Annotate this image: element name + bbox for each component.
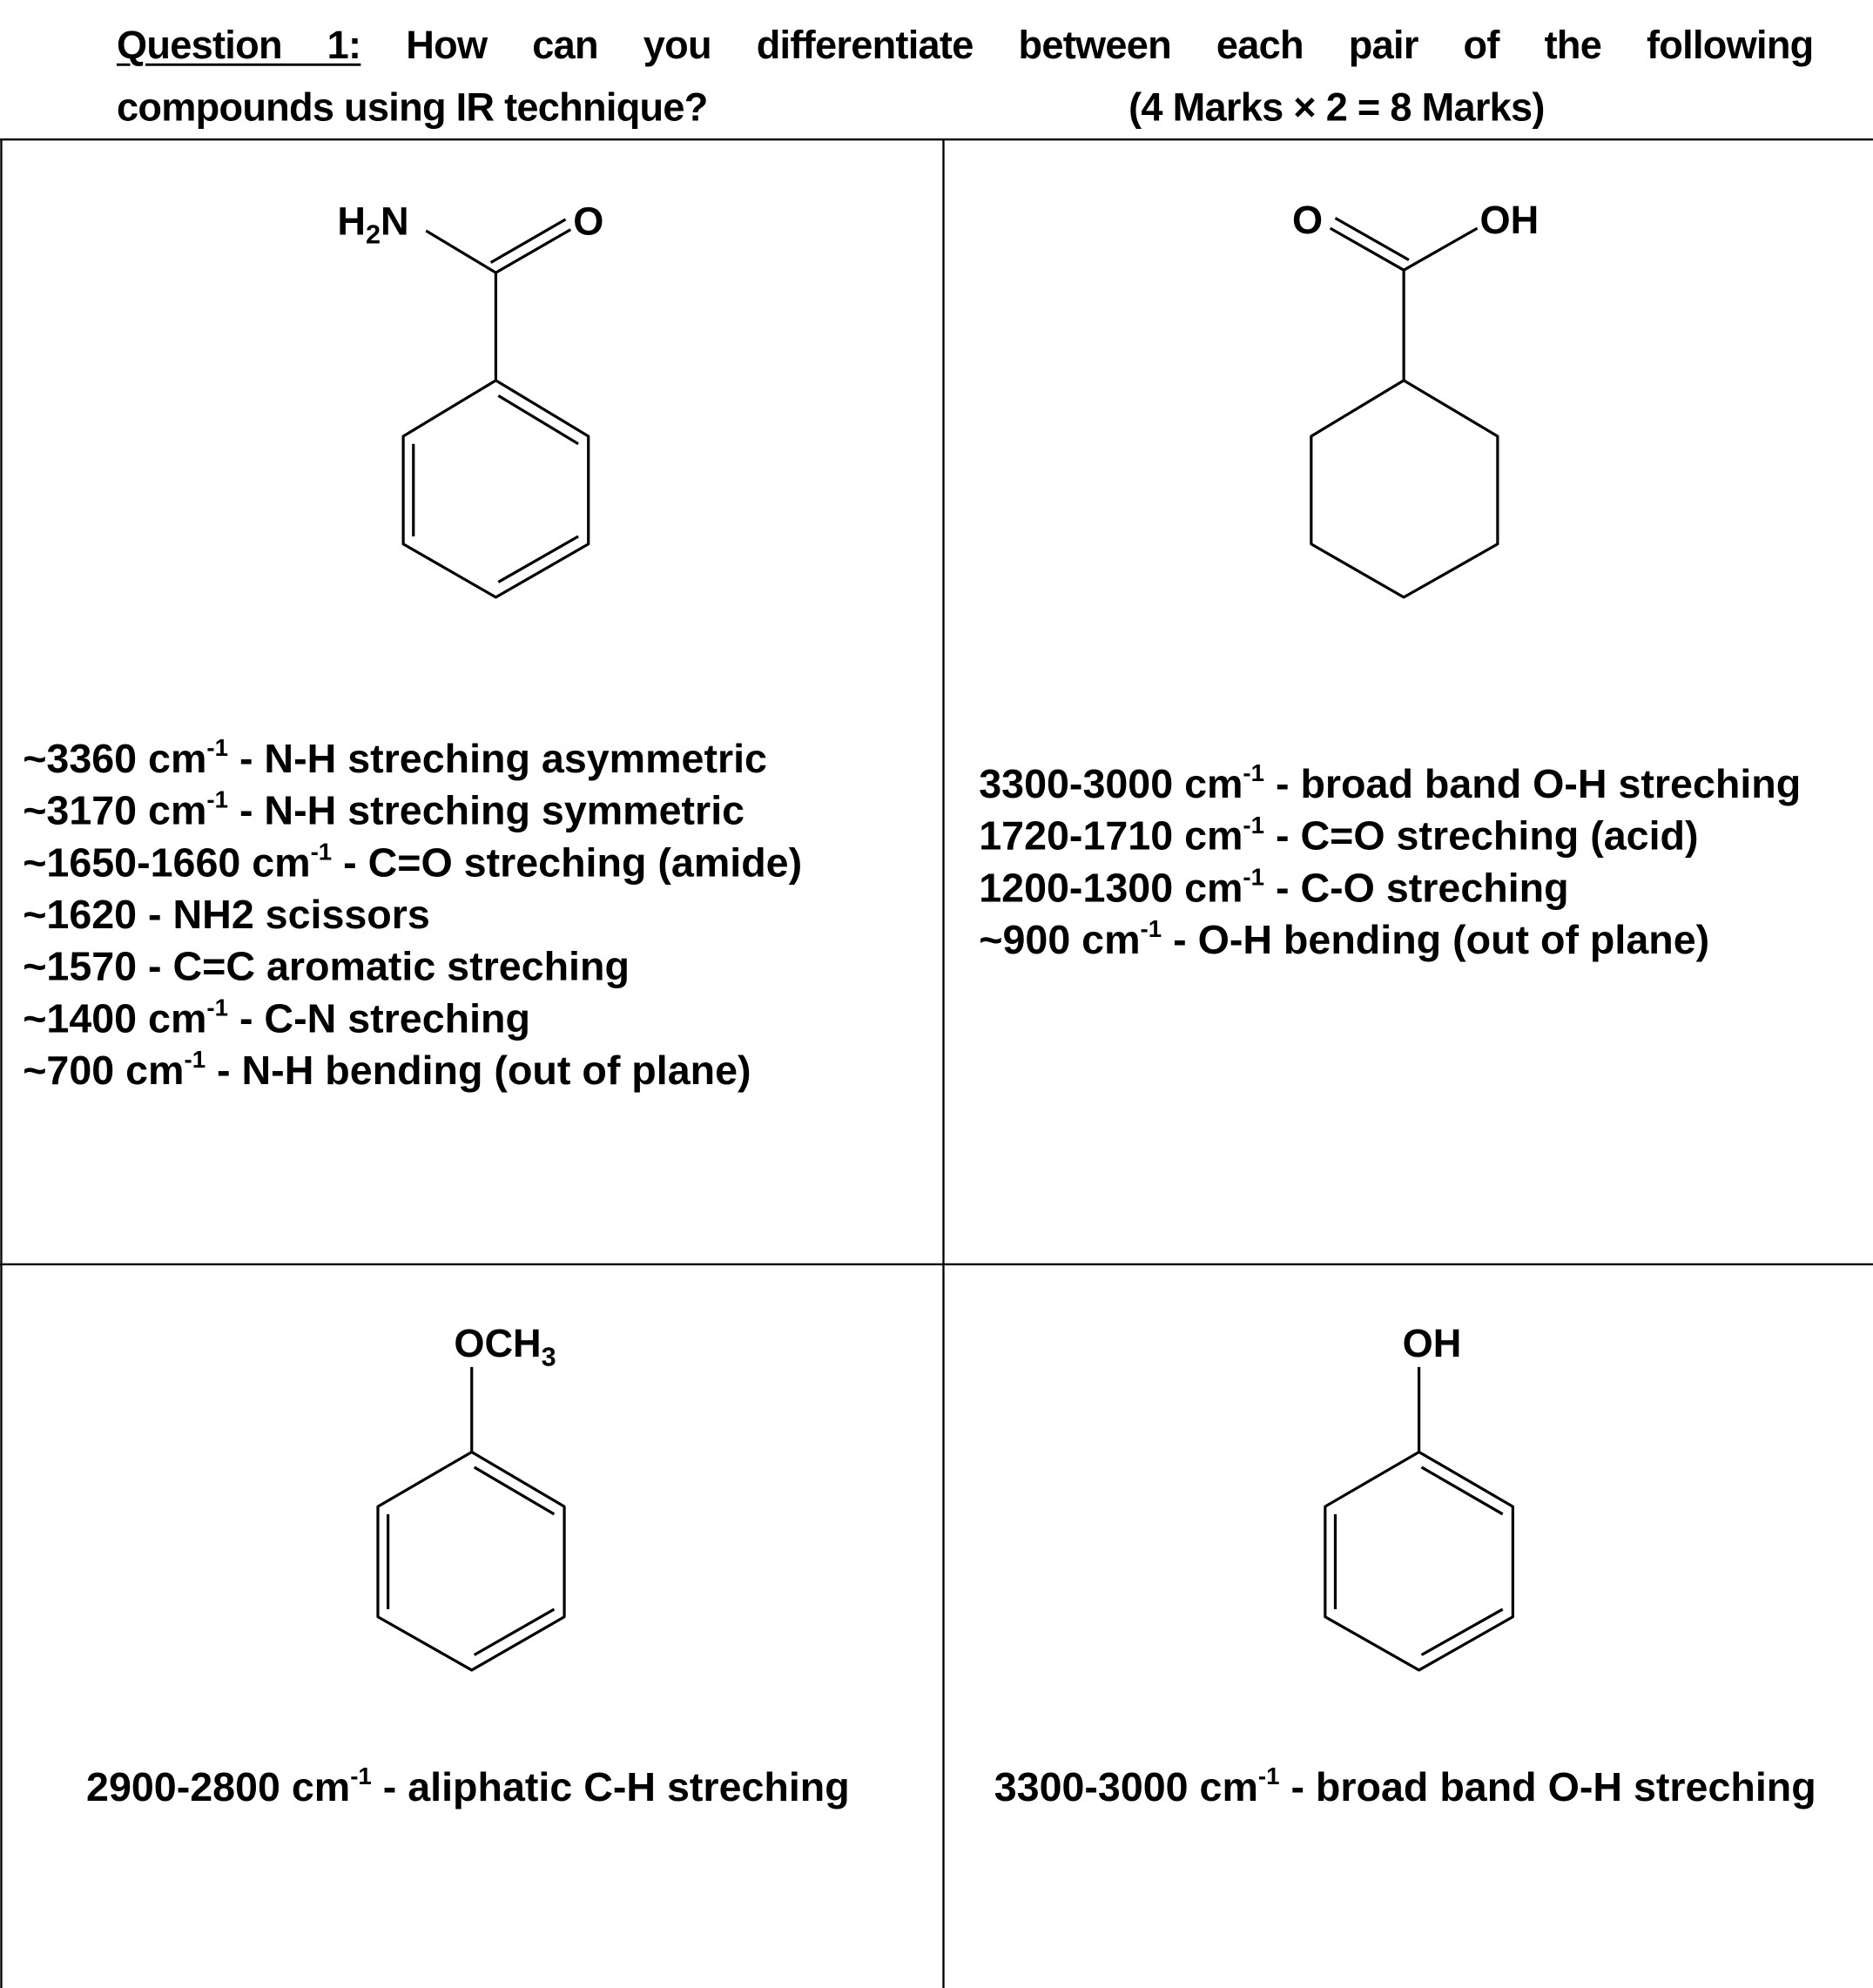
- ir-band-line: 1720-1710 cm-1 - C=O streching (acid): [979, 811, 1801, 863]
- unit-superscript: -1: [1257, 1763, 1280, 1791]
- band-text: ~1570 - C=C aromatic streching: [23, 943, 630, 989]
- amine-label: H2N: [337, 199, 408, 249]
- marks-label: (4 Marks × 2 = 8 Marks): [1129, 84, 1545, 130]
- anisole-structure: [376, 1366, 566, 1672]
- question-text: How can you differentiate between each p…: [406, 23, 1814, 68]
- band-text: ~3360 cm: [23, 735, 207, 782]
- band-text: - broad band O-H streching: [1279, 1763, 1816, 1810]
- ir-band-line: ~1570 - C=C aromatic streching: [23, 941, 802, 994]
- question-label: Question 1:: [116, 23, 361, 68]
- phenol-ir-bands: 3300-3000 cm-1 - broad band O-H strechin…: [994, 1762, 1816, 1814]
- ir-band-line: 3300-3000 cm-1 - broad band O-H strechin…: [994, 1762, 1816, 1814]
- unit-superscript: -1: [310, 839, 333, 866]
- unit-superscript: -1: [1140, 916, 1162, 944]
- unit-superscript: -1: [206, 735, 229, 763]
- methoxy-label: OCH3: [454, 1321, 556, 1371]
- band-text: - aliphatic C-H streching: [371, 1763, 850, 1810]
- ir-band-line: 1200-1300 cm-1 - C-O streching: [979, 862, 1801, 914]
- band-text: - C=O streching (amide): [332, 839, 803, 886]
- benzamide-ir-bands: ~3360 cm-1 - N-H streching asymmetric~31…: [23, 733, 802, 1097]
- band-text: 1200-1300 cm: [979, 865, 1243, 911]
- question-line-1: Question 1: How can you differentiate be…: [117, 23, 1814, 68]
- unit-superscript: -1: [350, 1763, 372, 1791]
- band-text: 3300-3000 cm: [994, 1763, 1258, 1810]
- band-text: 3300-3000 cm: [979, 760, 1243, 807]
- band-text: 2900-2800 cm: [86, 1763, 351, 1810]
- band-text: ~700 cm: [23, 1047, 185, 1094]
- carbonyl-o-label: O: [573, 199, 603, 243]
- anisole-ir-bands: 2900-2800 cm-1 - aliphatic C-H streching: [86, 1762, 850, 1814]
- band-text: - C-N streching: [228, 995, 530, 1041]
- ir-band-line: ~3360 cm-1 - N-H streching asymmetric: [23, 733, 802, 785]
- ir-band-line: ~1650-1660 cm-1 - C=O streching (amide): [23, 837, 802, 889]
- phenol-structure: [1324, 1366, 1514, 1672]
- cyclohexanecarboxylic-acid-structure: [1310, 217, 1499, 599]
- unit-superscript: -1: [206, 995, 229, 1022]
- band-text: ~1650-1660 cm: [23, 839, 311, 886]
- unit-superscript: -1: [1243, 812, 1265, 840]
- band-text: - O-H bending (out of plane): [1162, 916, 1710, 963]
- ir-band-line: ~900 cm-1 - O-H bending (out of plane): [979, 914, 1801, 967]
- ir-band-line: ~1400 cm-1 - C-N streching: [23, 993, 802, 1045]
- question-line-2: compounds using IR technique?: [116, 84, 708, 130]
- ir-band-line: ~3170 cm-1 - N-H streching symmetric: [23, 785, 802, 837]
- band-text: - broad band O-H streching: [1264, 760, 1802, 807]
- ir-band-line: 3300-3000 cm-1 - broad band O-H strechin…: [979, 758, 1801, 811]
- band-text: - C-O streching: [1264, 865, 1569, 911]
- band-text: ~1400 cm: [23, 995, 207, 1041]
- band-text: 1720-1710 cm: [979, 812, 1243, 859]
- ir-band-line: 2900-2800 cm-1 - aliphatic C-H streching: [86, 1762, 850, 1814]
- band-text: - N-H bending (out of plane): [205, 1047, 751, 1094]
- acid-ir-bands: 3300-3000 cm-1 - broad band O-H strechin…: [979, 758, 1801, 967]
- hydroxyl-label: OH: [1403, 1321, 1462, 1365]
- unit-superscript: -1: [206, 787, 229, 814]
- band-text: - C=O streching (acid): [1264, 812, 1699, 859]
- hydroxyl-label: OH: [1480, 198, 1539, 242]
- ir-band-line: ~1620 - NH2 scissors: [23, 889, 802, 941]
- band-text: - N-H streching symmetric: [228, 787, 745, 833]
- unit-superscript: -1: [184, 1047, 206, 1075]
- band-text: ~3170 cm: [23, 787, 207, 833]
- carbonyl-o-label: O: [1292, 198, 1323, 242]
- unit-superscript: -1: [1243, 760, 1265, 788]
- unit-superscript: -1: [1243, 865, 1265, 892]
- band-text: - N-H streching asymmetric: [228, 735, 767, 782]
- band-text: ~1620 - NH2 scissors: [23, 891, 430, 938]
- table-grid: [0, 138, 1873, 1988]
- band-text: ~900 cm: [979, 916, 1141, 963]
- ir-band-line: ~700 cm-1 - N-H bending (out of plane): [23, 1045, 802, 1097]
- benzamide-structure: [401, 218, 590, 599]
